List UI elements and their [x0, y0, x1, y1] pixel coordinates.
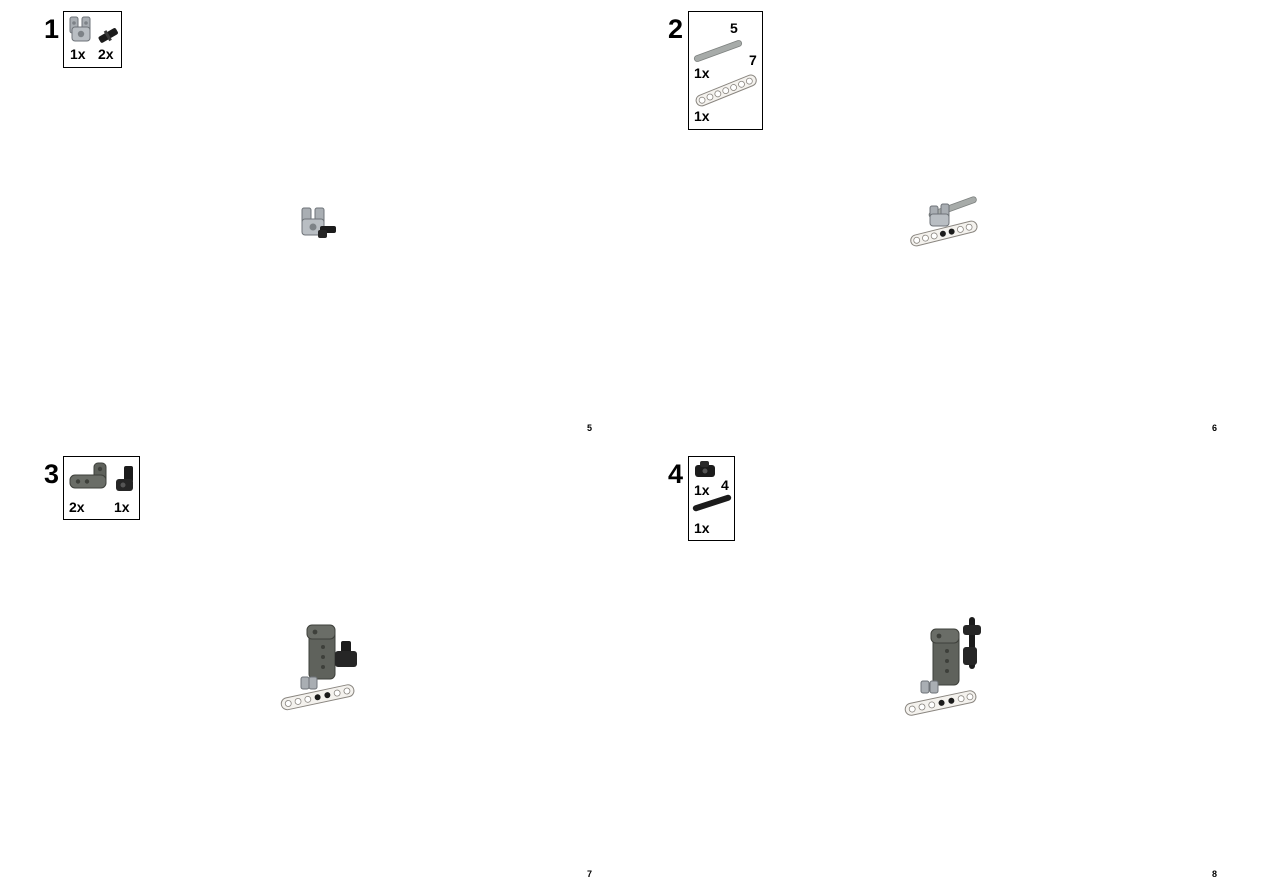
instruction-page-8: 4 1x 4 1x: [632, 447, 1263, 893]
assembly-model-illustration: [298, 206, 338, 240]
black-pin-icon: [97, 26, 119, 44]
assembly-model-illustration: [903, 615, 987, 723]
black-axle-icon: [691, 493, 733, 513]
part-quantity: 1x: [114, 499, 130, 515]
white-beam-icon: [691, 70, 761, 110]
instruction-page-5: 1 1x 2x: [0, 0, 631, 446]
black-connector-icon: [692, 460, 718, 480]
page-number: 7: [587, 869, 593, 879]
part-length-label: 4: [721, 477, 729, 493]
instruction-page-7: 3 2x 1x: [0, 447, 631, 893]
page-number: 5: [587, 423, 593, 433]
step-number: 1: [44, 14, 60, 44]
part-quantity: 2x: [69, 499, 85, 515]
part-quantity: 1x: [694, 65, 710, 81]
parts-list-box: 5 1x 7: [688, 11, 763, 130]
page-number: 8: [1212, 869, 1218, 879]
step-number: 2: [668, 14, 684, 44]
step-number: 3: [44, 459, 60, 489]
dark-gray-angled-beam-icon: [68, 461, 110, 493]
assembly-model-illustration: [279, 623, 361, 715]
light-gray-connector-icon: [68, 15, 94, 43]
part-length-label: 7: [749, 52, 757, 68]
parts-list-box: 2x 1x: [63, 456, 140, 520]
part-quantity: 1x: [694, 482, 710, 498]
parts-list-box: 1x 4 1x: [688, 456, 735, 541]
assembly-model-illustration: [908, 194, 982, 250]
gray-axle-icon: [691, 38, 745, 64]
black-angle-connector-icon: [114, 465, 138, 495]
part-quantity: 1x: [70, 46, 86, 62]
part-length-label: 5: [730, 20, 738, 36]
page-number: 6: [1212, 423, 1218, 433]
instruction-page-6: 2 5 1x 7: [632, 0, 1263, 446]
parts-list-box: 1x 2x: [63, 11, 122, 68]
part-quantity: 1x: [694, 108, 710, 124]
step-number: 4: [668, 459, 684, 489]
part-quantity: 1x: [694, 520, 710, 536]
part-quantity: 2x: [98, 46, 114, 62]
